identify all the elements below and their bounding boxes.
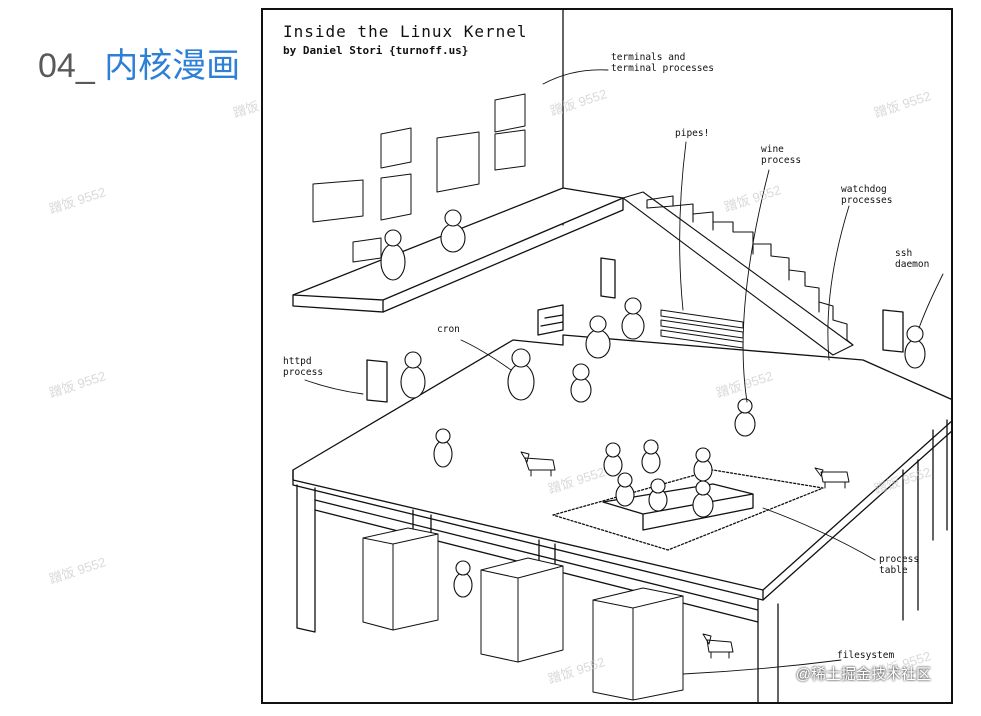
slide-title: 内核漫画	[104, 47, 241, 85]
platform-credit: @稀土掘金技术社区	[795, 666, 931, 683]
label-ssh: ssh daemon	[895, 248, 930, 270]
slide-heading: 04_ 内核漫画	[38, 46, 240, 86]
label-cron: cron	[437, 324, 460, 335]
label-wine: wine process	[761, 144, 802, 166]
linux-kernel-comic: Inside the Linux Kernel by Daniel Stori …	[261, 8, 953, 704]
comic-byline: by Daniel Stori {turnoff.us}	[283, 44, 469, 57]
label-httpd: httpd process	[283, 356, 324, 378]
watermark-text: 蹭饭 9552	[47, 554, 108, 587]
label-filesystem: filesystem	[837, 650, 895, 661]
watermark-text: 蹭饭 9552	[47, 368, 108, 401]
label-process-table: process table	[879, 554, 920, 576]
label-watchdog: watchdog processes	[841, 184, 893, 206]
comic-drawing	[292, 10, 951, 702]
comic-title: Inside the Linux Kernel	[283, 22, 528, 41]
label-pipes: pipes!	[675, 128, 710, 139]
label-terminals: terminals and terminal processes	[611, 52, 714, 74]
slide-number: 04_	[38, 47, 95, 85]
watermark-text: 蹭饭 9552	[47, 184, 108, 217]
